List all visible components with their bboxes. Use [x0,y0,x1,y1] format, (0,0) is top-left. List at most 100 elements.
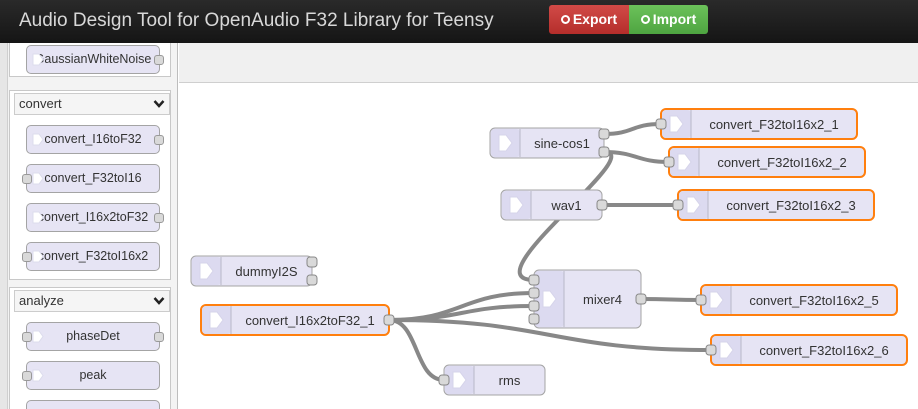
wire[interactable] [388,318,445,382]
node-out2[interactable]: convert_F32toI16x2_2 [663,146,866,178]
node-label: convert_F32toI16x2_1 [709,117,838,132]
node-arrow-icon [31,170,45,187]
node-arrow-icon [31,328,45,345]
palette-node-label: convert_F32toI16x2 [37,249,149,263]
node-label: rms [499,373,521,388]
wire[interactable] [603,122,662,136]
app-title: Audio Design Tool for OpenAudio F32 Libr… [19,10,494,31]
output-port[interactable] [306,274,318,286]
input-port[interactable] [528,274,540,286]
node-wav1[interactable]: wav1 [500,189,608,221]
input-port[interactable] [438,374,450,386]
output-port[interactable] [154,55,164,65]
output-port[interactable] [383,314,395,326]
category-header-analyze[interactable]: analyze [14,290,170,312]
palette-node-label: phaseDet [66,329,120,343]
input-port[interactable] [22,174,32,184]
node-arrow-icon [31,209,45,226]
palette-node[interactable]: peak [22,361,160,390]
palette-node[interactable]: phaseDet [22,322,164,351]
node-convert_I16x2toF32_1[interactable]: convert_I16x2toF32_1 [200,304,395,336]
palette-node[interactable]: convert_I16x2toF32 [26,203,164,232]
node-dummyI2S[interactable]: dummyI2S [190,255,318,287]
node-label: dummyI2S [235,264,297,279]
input-port[interactable] [22,371,32,381]
node-label: convert_F32toI16x2_6 [759,343,888,358]
export-label: Export [572,11,618,27]
palette-node[interactable]: GaussianWhiteNoise [26,45,164,74]
import-label: Import [652,11,697,27]
output-port[interactable] [635,293,647,305]
node-arrow-icon [686,196,701,214]
output-port[interactable] [306,256,318,268]
node-arrow-icon [31,51,45,68]
node-out6[interactable]: convert_F32toI16x2_6 [705,334,908,366]
import-button[interactable]: Import [629,5,708,34]
node-arrow-icon [542,290,557,308]
header-bar: Audio Design Tool for OpenAudio F32 Libr… [0,0,918,43]
node-arrow-icon [669,115,684,133]
palette-node-label: peak [79,368,107,382]
node-mixer4[interactable]: mixer4 [528,269,647,329]
input-port[interactable] [705,344,717,356]
input-port[interactable] [528,313,540,325]
category-title: convert [19,96,62,111]
palette-node-label: convert_F32toI16 [44,171,142,185]
workspace[interactable]: sine-cos1 wav1 dummyI2S convert_I16x2toF32_… [179,43,918,409]
export-icon [560,15,570,24]
wire[interactable] [603,150,670,164]
node-arrow-icon [199,262,214,280]
palette-node-label: convert_I16toF32 [44,132,142,146]
wires-layer [388,122,712,382]
wire[interactable] [388,318,712,352]
chevron-down-icon [153,291,165,317]
input-port[interactable] [672,199,684,211]
palette-node[interactable]: convert_F32toI16 [22,164,160,193]
input-port[interactable] [695,294,707,306]
wire[interactable] [640,297,702,302]
export-button[interactable]: Export [549,5,629,34]
palette-scrollbar[interactable] [0,43,8,409]
input-port[interactable] [655,118,667,130]
node-label: convert_I16x2toF32_1 [245,313,374,328]
node-rms[interactable]: rms [438,364,546,396]
palette-node[interactable] [26,400,160,409]
node-out5[interactable]: convert_F32toI16x2_5 [695,284,898,316]
output-port[interactable] [596,199,608,211]
node-out1[interactable]: convert_F32toI16x2_1 [655,108,858,140]
node-arrow-icon [31,131,45,148]
palette-node-label: convert_I16x2toF32 [37,210,149,224]
input-port[interactable] [22,252,32,262]
node-arrow-icon [677,153,692,171]
category-title: analyze [19,293,64,308]
node-label: convert_F32toI16x2_5 [749,293,878,308]
input-port[interactable] [663,156,675,168]
palette-node[interactable]: convert_F32toI16x2 [22,242,160,271]
node-label: convert_F32toI16x2_3 [726,198,855,213]
input-port[interactable] [528,287,540,299]
workspace-toolbar [179,43,918,83]
input-port[interactable] [528,300,540,312]
node-palette: GaussianWhiteNoise convert convert_I16toF3… [0,43,178,409]
node-arrow-icon [452,371,467,389]
node-arrow-icon [509,196,524,214]
node-arrow-icon [709,291,724,309]
input-port[interactable] [22,332,32,342]
node-label: mixer4 [583,292,622,307]
node-out3[interactable]: convert_F32toI16x2_3 [672,189,875,221]
palette-node[interactable]: convert_I16toF32 [26,125,164,154]
node-sine-cos1[interactable]: sine-cos1 [489,127,610,159]
flow-canvas[interactable]: sine-cos1 wav1 dummyI2S convert_I16x2toF32_… [179,43,918,409]
node-label: convert_F32toI16x2_2 [717,155,846,170]
output-port[interactable] [154,332,164,342]
output-port[interactable] [154,213,164,223]
output-port[interactable] [598,146,610,158]
node-arrow-icon [31,367,45,384]
node-arrow-icon [498,134,513,152]
palette-node-label: GaussianWhiteNoise [34,52,152,66]
output-port[interactable] [154,135,164,145]
category-header-convert[interactable]: convert [14,93,170,115]
output-port[interactable] [598,128,610,140]
node-label: sine-cos1 [534,136,590,151]
node-arrow-icon [209,311,224,329]
